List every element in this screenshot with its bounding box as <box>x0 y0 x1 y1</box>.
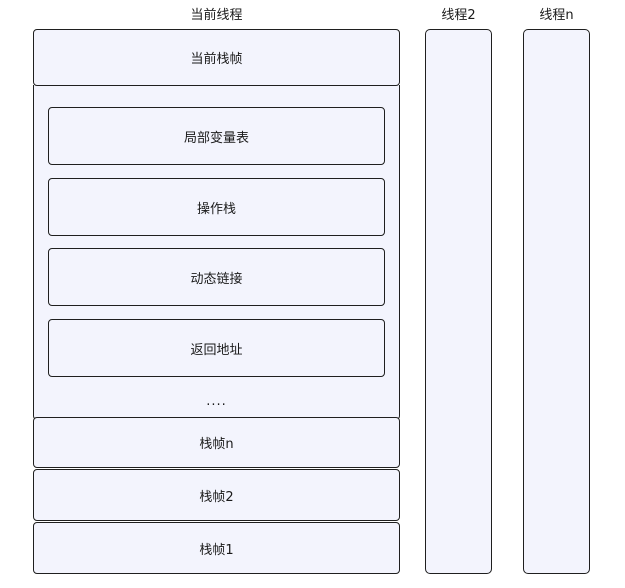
current-thread-header: 当前线程 <box>190 8 243 23</box>
current-frame-title: 当前栈帧 <box>33 29 400 86</box>
current-frame-title-label: 当前栈帧 <box>190 52 243 67</box>
operand-stack-label: 操作栈 <box>196 201 236 217</box>
local-variable-table-label: 局部变量表 <box>183 130 249 146</box>
stack-frame-1: 栈帧1 <box>33 522 400 574</box>
return-address-label: 返回地址 <box>190 342 243 358</box>
stack-frame-2-label: 栈帧2 <box>199 489 234 505</box>
return-address: 返回地址 <box>48 319 385 377</box>
thread-2-stack <box>425 29 492 574</box>
dynamic-linking: 动态链接 <box>48 248 385 306</box>
local-variable-table: 局部变量表 <box>48 107 385 165</box>
thread-n-stack <box>523 29 590 574</box>
stack-frame-2: 栈帧2 <box>33 469 400 521</box>
thread-2-header: 线程2 <box>441 8 476 23</box>
thread-n-header: 线程n <box>539 8 574 23</box>
stack-frame-1-label: 栈帧1 <box>199 542 234 558</box>
more-items-ellipsis: .... <box>206 394 227 409</box>
operand-stack: 操作栈 <box>48 178 385 236</box>
dynamic-linking-label: 动态链接 <box>190 271 243 287</box>
stack-frame-n: 栈帧n <box>33 417 400 468</box>
stack-frame-n-label: 栈帧n <box>199 437 234 452</box>
